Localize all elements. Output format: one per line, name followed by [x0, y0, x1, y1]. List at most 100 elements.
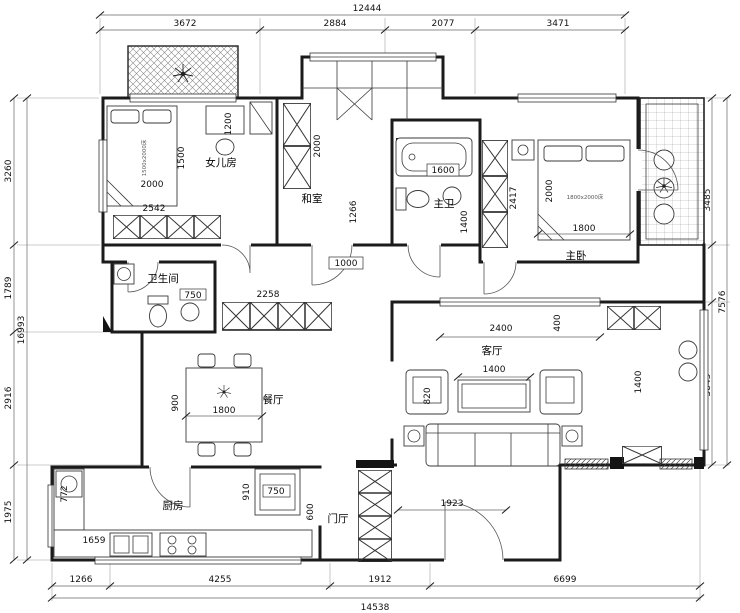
toilet [395, 187, 430, 211]
chair [197, 442, 216, 457]
sink [180, 302, 200, 322]
dim-top-4: 3471 [547, 19, 570, 29]
daughter-wardrobe [113, 215, 221, 239]
dim-bay: 1400 [634, 370, 644, 393]
dim-bottom-3: 1912 [369, 575, 392, 585]
dim-master-bed [533, 229, 635, 239]
foyer-wardrobe [358, 470, 392, 562]
dim-bath-sink: 750 [184, 291, 201, 301]
dim-window-end: 400 [553, 314, 563, 331]
daughter-desk [205, 105, 245, 135]
dim-bottom-4: 6699 [554, 575, 577, 585]
dim-bed-width: 1500 [177, 146, 187, 169]
dim-sofa-gap: 820 [423, 387, 433, 404]
nightstand [511, 139, 535, 161]
kitchen-sink [109, 532, 153, 557]
room-tatami [283, 103, 311, 189]
dim-hall-cabinet: 2258 [257, 290, 280, 300]
wall-masterbath [390, 118, 640, 264]
stool [678, 362, 698, 382]
hall-cabinet [222, 302, 332, 330]
armchair [539, 369, 583, 415]
dim-desk: 1200 [224, 112, 234, 135]
label-kitchen: 厨房 [163, 499, 184, 512]
dim-left-total: 16993 [17, 316, 27, 345]
dim-bottom-1: 1266 [70, 575, 93, 585]
master-balcony [639, 97, 705, 246]
dim-dining-table: 1800 [213, 406, 236, 416]
chair [197, 353, 216, 368]
daughter-chair [215, 138, 235, 156]
dim-bathtub: 1600 [432, 166, 455, 176]
master-bed-size: 1800x2000床 [567, 193, 604, 201]
room-foyer [358, 470, 511, 562]
dim-top-total: 12444 [353, 4, 382, 14]
dim-coffee-table: 1400 [483, 365, 506, 375]
chair [233, 353, 252, 368]
label-dining-room: 餐厅 [263, 393, 284, 406]
dim-fridge: 750 [267, 487, 284, 497]
dim-bed-length: 2000 [141, 180, 164, 190]
stove [159, 532, 207, 557]
interior-dimension-labels: 1200 1500 2000 2542 2000 1266 1000 1600 … [60, 112, 644, 546]
dim-masterbath: 1400 [460, 210, 470, 233]
label-living-room: 客厅 [482, 344, 503, 357]
doors [127, 149, 679, 561]
label-master-bedroom: 主卧 [566, 249, 587, 262]
dim-fridge-depth: 910 [242, 483, 252, 500]
dim-right-total: 7576 [718, 290, 728, 313]
toilet [147, 295, 169, 328]
room-daughter [106, 101, 273, 239]
dim-dining-gap: 900 [171, 394, 181, 411]
dim-top-3: 2077 [432, 19, 455, 29]
room-living [403, 306, 698, 467]
dim-masterbed-width: 1800 [573, 224, 596, 234]
label-master-bath: 主卫 [434, 198, 455, 210]
sofa [425, 423, 561, 467]
daughter-shelf [249, 101, 273, 135]
dim-master-depth: 2417 [509, 187, 519, 210]
chair [233, 442, 252, 457]
windows [47, 52, 709, 565]
kitchen-sink-small [55, 470, 83, 498]
room-dining [181, 353, 267, 457]
dim-top-1: 3672 [174, 19, 197, 29]
tatami-closet [283, 103, 311, 189]
armchair [405, 369, 449, 415]
dimension-chain-top: 12444 3672 2884 2077 3471 [95, 4, 630, 94]
label-daughter-room: 女儿房 [205, 156, 237, 169]
label-foyer: 门厅 [328, 512, 349, 525]
dim-masterbed-length: 2000 [545, 179, 555, 202]
tatami-grid [302, 57, 443, 121]
side-table [561, 425, 583, 447]
dim-right-1: 3485 [703, 189, 713, 212]
dim-counter: 772 [60, 485, 70, 502]
daughter-bed-size: 1500x2000床 [140, 139, 148, 176]
dim-left-3: 2916 [4, 386, 14, 409]
sink [442, 186, 462, 206]
dim-living-window: 2400 [490, 324, 513, 334]
label-bathroom: 卫生间 [147, 272, 179, 285]
dining-table [185, 367, 263, 443]
dim-foyer: 1923 [441, 499, 464, 509]
label-tatami-room: 和室 [302, 192, 323, 205]
room-master-bed [482, 139, 631, 248]
dim-left-1: 3260 [4, 159, 14, 182]
dim-counter-length: 1659 [83, 536, 106, 546]
washing-machine [113, 263, 135, 285]
dim-left-4: 1975 [4, 501, 14, 524]
room-labels: 女儿房 和室 主卫 主卧 卫生间 餐厅 客厅 厨房 门厅 [147, 156, 587, 525]
dim-tatami-closet: 2000 [313, 134, 323, 157]
master-wardrobe [482, 140, 508, 248]
dim-left-2: 1789 [4, 276, 14, 299]
dim-passage: 600 [306, 503, 316, 520]
room-bath [113, 263, 332, 330]
dim-top-2: 2884 [324, 19, 347, 29]
dim-bottom-2: 4255 [209, 575, 232, 585]
dim-daughter-width: 2542 [143, 204, 166, 214]
side-table [403, 425, 425, 447]
room-kitchen [53, 468, 313, 558]
dim-tatami: 1266 [349, 200, 359, 223]
